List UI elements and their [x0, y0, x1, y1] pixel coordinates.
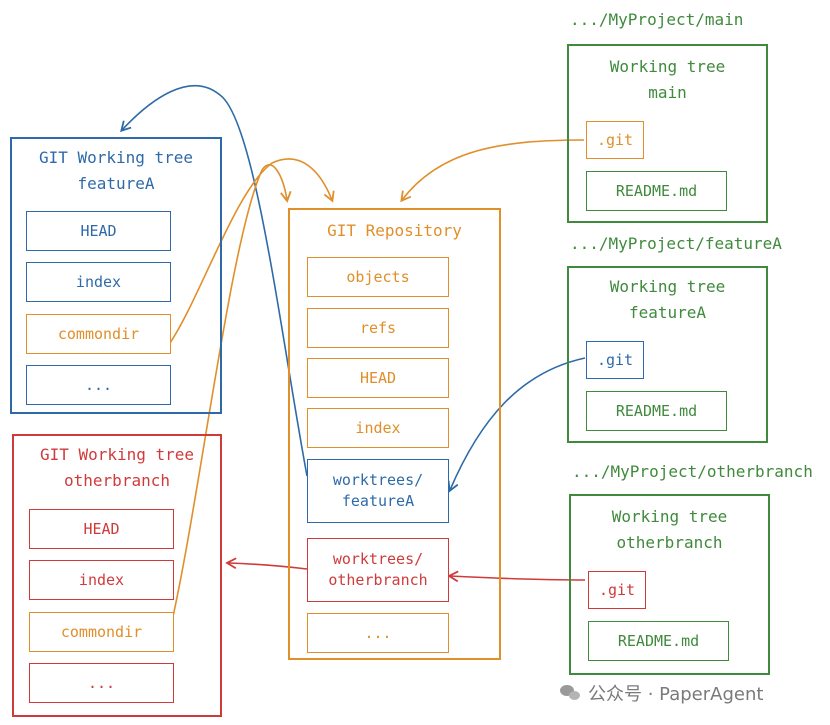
repo-refs-cell: refs — [307, 308, 449, 348]
arrow-worktrees-featureA-to-featureA-tree — [120, 84, 308, 477]
featureA-git-cell: .git — [586, 341, 644, 379]
watermark: 公众号 · PaperAgent — [560, 680, 763, 706]
featureA-project-box: Working tree featureA .git README.md — [567, 266, 768, 443]
arrow-otherbranch-commondir-to-repo — [169, 164, 292, 631]
featureA-path-label: .../MyProject/featureA — [570, 234, 782, 253]
repo-head-cell: HEAD — [307, 358, 449, 398]
otherbranch-git-cell: .git — [588, 571, 646, 609]
main-readme-cell: README.md — [586, 171, 727, 211]
featureA-worktree-title: GIT Working tree featureA — [38, 148, 194, 193]
main-path-label: .../MyProject/main — [570, 10, 744, 29]
otherbranch-more-cell: ... — [29, 663, 174, 703]
main-git-cell: .git — [586, 121, 644, 159]
chat-bubble-icon — [560, 685, 582, 701]
main-worktree-box: Working tree main .git README.md — [567, 44, 768, 223]
otherbranch-index-cell: index — [29, 560, 174, 600]
otherbranch-worktree-title: GIT Working tree otherbranch — [39, 445, 195, 490]
featureA-more-cell: ... — [26, 365, 171, 405]
arrow-worktrees-otherbranch-to-tree — [225, 557, 308, 570]
featureA-commondir-cell: commondir — [26, 314, 171, 354]
watermark-text: 公众号 · PaperAgent — [588, 684, 764, 705]
otherbranch-project-box: Working tree otherbranch .git README.md — [569, 494, 770, 675]
featureA-readme-cell: README.md — [586, 391, 727, 431]
otherbranch-project-title: Working tree otherbranch — [611, 507, 728, 552]
repo-objects-cell: objects — [307, 257, 449, 297]
main-worktree-title: Working tree main — [609, 57, 726, 102]
git-repository-box: GIT Repository objects refs HEAD index w… — [288, 208, 501, 660]
featureA-index-cell: index — [26, 262, 171, 302]
featureA-head-cell: HEAD — [26, 211, 171, 251]
otherbranch-path-label: .../MyProject/otherbranch — [572, 462, 813, 481]
featureA-worktree-box: GIT Working tree featureA HEAD index com… — [10, 137, 222, 414]
featureA-project-title: Working tree featureA — [609, 277, 726, 322]
otherbranch-head-cell: HEAD — [29, 509, 174, 549]
repo-worktrees-featureA-cell: worktrees/ featureA — [307, 459, 449, 523]
otherbranch-readme-cell: README.md — [588, 621, 729, 661]
repo-more-cell: ... — [307, 613, 449, 653]
otherbranch-commondir-cell: commondir — [29, 612, 174, 652]
git-repository-title: GIT Repository — [327, 221, 462, 240]
arrow-featureA-git-to-worktrees — [447, 357, 586, 493]
repo-worktrees-otherbranch-cell: worktrees/ otherbranch — [307, 538, 449, 602]
repo-index-cell: index — [307, 408, 449, 448]
arrow-main-git-to-repo — [400, 139, 585, 203]
otherbranch-worktree-box: GIT Working tree otherbranch HEAD index … — [12, 434, 222, 717]
